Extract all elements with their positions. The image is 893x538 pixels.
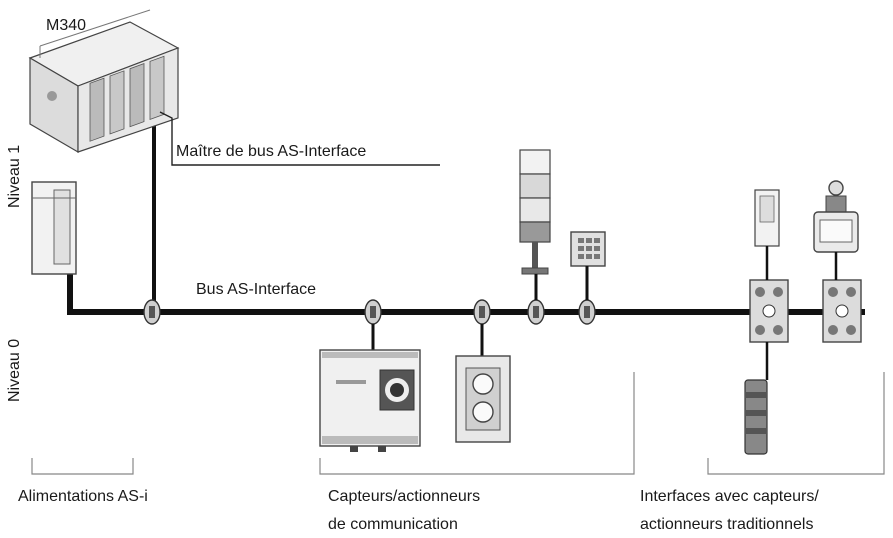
master-leader-line: [159, 111, 440, 166]
bracket-comm: [319, 372, 635, 475]
bus-tap-5: [578, 299, 596, 325]
stack-light-tower: [519, 149, 551, 300]
bus-tap-4: [527, 299, 545, 325]
bus-name-label: Bus AS-Interface: [196, 281, 317, 298]
push-button-station: [455, 324, 511, 443]
interface-module-1: [749, 279, 789, 343]
proximity-sensor: [744, 342, 769, 455]
bus-tap-2: [364, 299, 382, 325]
bus-master-label: Maître de bus AS-Interface: [176, 143, 367, 160]
group-iface-label-line2: actionneurs traditionnels: [640, 516, 814, 533]
group-power-label: Alimentations AS-i: [18, 488, 148, 505]
bus-line: [67, 270, 865, 315]
level-0-label: Niveau 0: [6, 338, 23, 402]
m340-plc-rack: [28, 9, 180, 154]
asi-power-supply: [31, 181, 77, 275]
plc-model-label: M340: [46, 17, 87, 34]
interface-module-2: [822, 279, 862, 343]
group-comm-label-line2: de communication: [328, 516, 458, 533]
pressure-switch: [813, 180, 859, 280]
bracket-iface: [707, 372, 885, 475]
group-iface-label-line1: Interfaces avec capteurs/: [640, 488, 819, 505]
keypad-module: [570, 231, 606, 300]
limit-switch: [754, 189, 780, 280]
motor-starter: [319, 324, 421, 452]
bracket-power: [31, 458, 134, 475]
level-1-label: Niveau 1: [6, 144, 23, 208]
bus-tap-3: [473, 299, 491, 325]
bus-tap-1: [143, 299, 161, 325]
group-comm-label-line1: Capteurs/actionneurs: [328, 488, 481, 505]
